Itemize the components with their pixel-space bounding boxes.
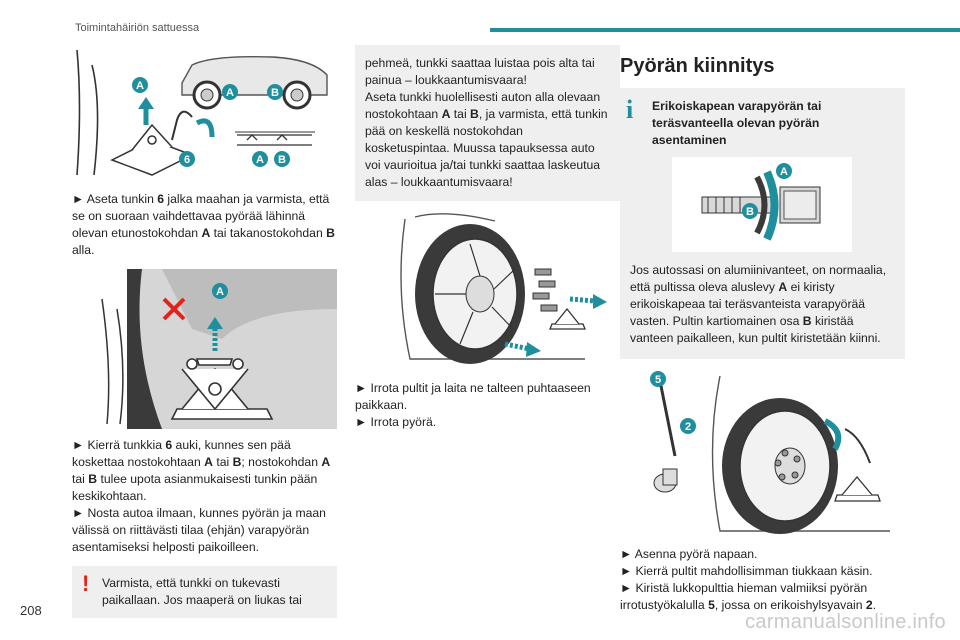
warning-cont-line-2: Aseta tunkki huolellisesti auton alla ol… — [365, 90, 608, 189]
label-5-text: 5 — [655, 374, 661, 386]
label-b-text-3: B — [746, 206, 754, 218]
label-2-text: 2 — [685, 421, 691, 433]
label-a-text-1: A — [136, 80, 144, 92]
col3-step-3: ► Kiristä lukkopulttia hieman valmiiksi … — [620, 581, 877, 612]
warning-cont-line-1: pehmeä, tunkki saattaa luistaa pois alta… — [365, 56, 595, 87]
info-box-paragraph: Jos autossasi on alumiinivanteet, on nor… — [630, 263, 887, 345]
header-accent-bar — [490, 28, 960, 32]
column-1: 6 A A B A B ► Aseta tunkin 6 jalka maaha… — [72, 45, 337, 618]
red-x-icon — [162, 297, 186, 321]
wheel-mounting-illustration: 5 2 — [650, 371, 890, 534]
label-b-text-1: B — [271, 87, 279, 99]
page-header-title: Toimintahäiriön sattuessa — [75, 22, 200, 34]
jack-lift-point-illustration: A — [101, 269, 337, 429]
info-icon: i — [626, 95, 634, 124]
jack-car-illustration: 6 A A B A B — [76, 49, 328, 176]
label-a-text-4: A — [216, 286, 224, 298]
label-a-text-2: A — [226, 87, 234, 99]
col1-step-3: ► Nosta autoa ilmaan, kunnes pyörän ja m… — [72, 506, 326, 554]
column-2: pehmeä, tunkki saattaa luistaa pois alta… — [355, 45, 620, 431]
info-box-title: Erikoiskapean varapyörän tai teräsvantee… — [652, 99, 822, 147]
watermark-text: carmanualsonline.info — [745, 611, 946, 633]
col3-step-2: ► Kierrä pultit mahdollisimman tiukkaan … — [620, 564, 873, 578]
label-b-text-2: B — [278, 154, 286, 166]
label-6-badge-1 — [179, 151, 195, 167]
col2-step-1: ► Irrota pultit ja laita ne talteen puht… — [355, 381, 591, 412]
info-box: i Erikoiskapean varapyörän tai teräsvant… — [620, 88, 905, 359]
warning-exclamation-icon: ! — [82, 571, 90, 596]
wheel-bolt-illustration: A B — [671, 157, 852, 252]
col1-step-1: ► Aseta tunkin 6 jalka maahan ja varmist… — [72, 192, 335, 257]
label-6-text-1: 6 — [184, 154, 190, 166]
page-number: 208 — [20, 603, 42, 618]
wheel-removal-illustration — [400, 213, 607, 364]
col1-step-2: ► Kierrä tunkkia 6 auki, kunnes sen pää … — [72, 438, 331, 503]
label-a-text-3: A — [256, 154, 264, 166]
label-a-text-5: A — [780, 166, 788, 178]
column-3: Pyörän kiinnitys i Erikoiskapean varapyö… — [620, 45, 905, 614]
warning-text-start: Varmista, että tunkki on tukevasti paika… — [102, 576, 302, 607]
section-heading: Pyörän kiinnitys — [620, 55, 775, 77]
warning-box-start: ! Varmista, että tunkki on tukevasti pai… — [72, 566, 337, 618]
col3-step-1: ► Asenna pyörä napaan. — [620, 547, 758, 561]
col2-step-2: ► Irrota pyörä. — [355, 415, 437, 429]
warning-box-continued: pehmeä, tunkki saattaa luistaa pois alta… — [355, 45, 620, 201]
